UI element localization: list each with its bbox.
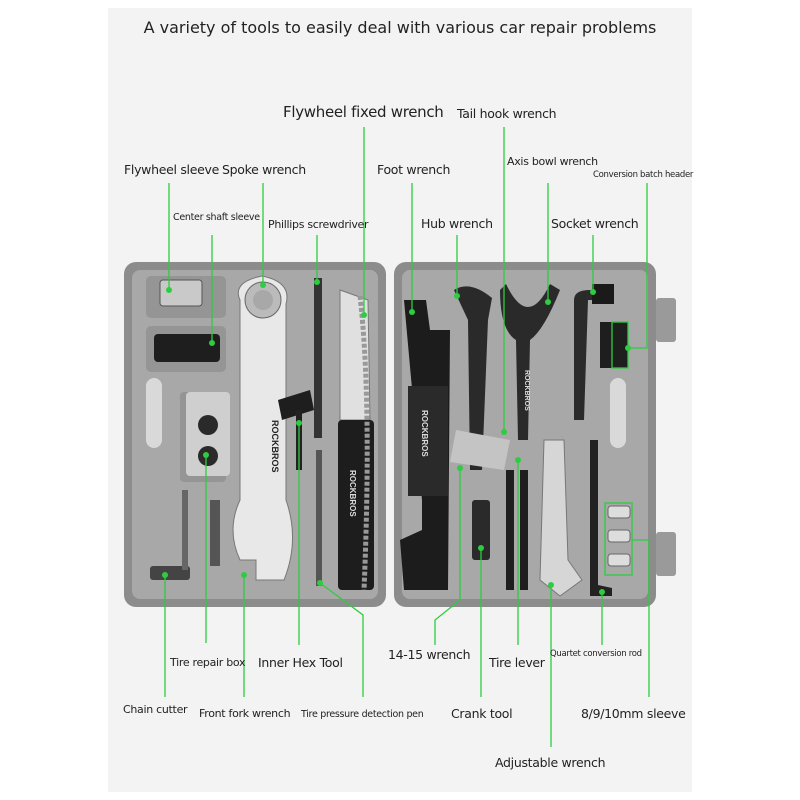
conversion-batch-header-tool	[600, 322, 628, 368]
hub-wrench-tool	[454, 286, 492, 470]
front-fork-wrench-tool: ROCKBROS	[232, 275, 293, 581]
label-tire-lever: Tire lever	[489, 655, 545, 670]
axis-bowl-wrench-tool: ROCKBROS	[500, 284, 560, 440]
leader-line	[319, 582, 364, 697]
tire-lever-tool	[506, 470, 528, 590]
chain-cutter-tool	[150, 490, 220, 580]
wrench-14-15-tool	[450, 430, 510, 470]
leader-lines	[164, 127, 650, 747]
tire-pressure-pen-tool	[316, 450, 322, 586]
foot-wrench-tool: ROCKBROS	[400, 300, 450, 590]
highlight-box	[604, 502, 633, 576]
flywheel-fixed-wrench-tool: ROCKBROS	[338, 289, 374, 591]
case-latch-bottom	[656, 532, 676, 576]
label-front-fork-wrench: Front fork wrench	[199, 707, 291, 720]
crank-tool	[472, 500, 490, 560]
label-quartet-conversion-rod: Quartet conversion rod	[550, 649, 642, 659]
flywheel-sleeve-tool	[159, 279, 203, 307]
brand-mark: ROCKBROS	[523, 370, 530, 411]
leader-dots	[162, 279, 631, 595]
label-foot-wrench: Foot wrench	[377, 162, 451, 177]
tire-repair-box-tool	[186, 392, 230, 476]
label-flywheel-sleeve: Flywheel sleeve	[124, 162, 219, 177]
label-crank-tool: Crank tool	[451, 706, 513, 721]
label-phillips-screwdriver: Phillips screwdriver	[268, 218, 369, 231]
leader-line	[632, 539, 650, 697]
phillips-screwdriver-tool	[314, 278, 322, 438]
label-14-15-wrench: 14-15 wrench	[388, 647, 471, 662]
label-tire-repair-box: Tire repair box	[170, 656, 246, 669]
label-tail-hook-wrench: Tail hook wrench	[457, 106, 557, 121]
brand-mark: ROCKBROS	[348, 470, 357, 517]
label-hub-wrench: Hub wrench	[421, 216, 493, 231]
label-axis-bowl-wrench: Axis bowl wrench	[507, 155, 598, 168]
page-title: A variety of tools to easily deal with v…	[143, 18, 657, 37]
label-inner-hex-tool: Inner Hex Tool	[258, 655, 343, 670]
label-conversion-batch-header: Conversion batch header	[593, 170, 694, 180]
adjustable-wrench-tool	[539, 439, 583, 597]
label-chain-cutter: Chain cutter	[123, 703, 188, 716]
label-socket-wrench: Socket wrench	[551, 216, 639, 231]
brand-mark: ROCKBROS	[270, 420, 280, 473]
socket-wrench-tool	[574, 284, 614, 420]
label-spoke-wrench: Spoke wrench	[222, 162, 306, 177]
label-center-shaft-sleeve: Center shaft sleeve	[173, 212, 260, 223]
quartet-conversion-rod-tool	[590, 440, 612, 596]
case-handle-left	[146, 378, 162, 448]
sleeve-set-8-9-10mm-tool	[607, 505, 631, 567]
leader-line	[628, 183, 648, 349]
leader-line	[434, 468, 461, 645]
brand-mark: ROCKBROS	[420, 410, 429, 457]
center-shaft-sleeve-tool	[154, 334, 220, 362]
label-tire-pressure-detection-pen: Tire pressure detection pen	[301, 709, 424, 720]
label-8-9-10mm-sleeve: 8/9/10mm sleeve	[581, 706, 686, 721]
label-adjustable-wrench: Adjustable wrench	[495, 755, 606, 770]
label-flywheel-fixed-wrench: Flywheel fixed wrench	[283, 103, 444, 121]
case-latch-top	[656, 298, 676, 342]
case-handle-right	[610, 378, 626, 448]
